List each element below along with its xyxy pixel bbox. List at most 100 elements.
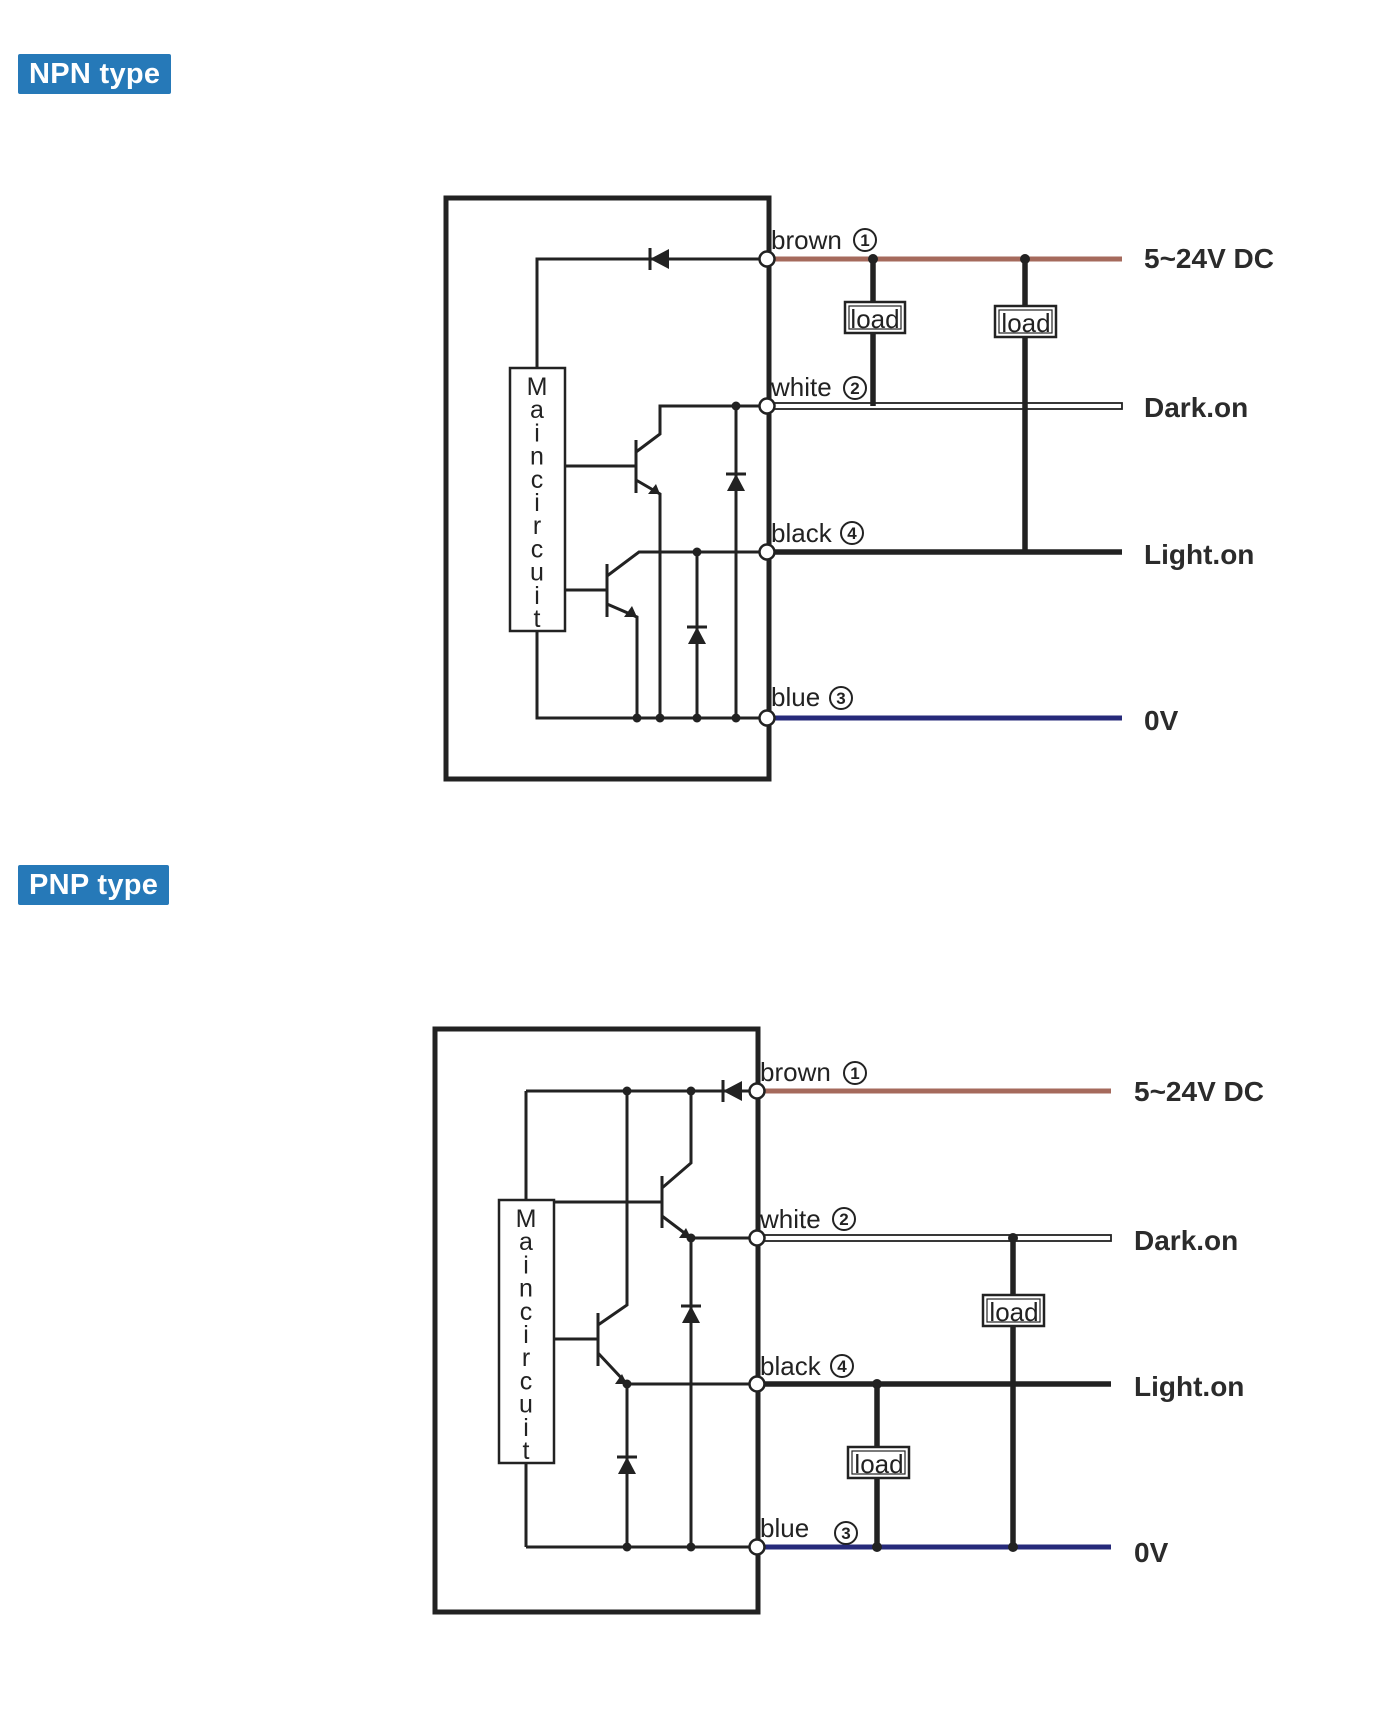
pnp-blue-label: blue	[760, 1513, 809, 1543]
pnp-diode-white-icon	[682, 1306, 700, 1323]
npn-light-on-label: Light.on	[1144, 539, 1254, 570]
npn-brown-label: brown	[771, 225, 842, 255]
pnp-black-number: 4	[837, 1357, 847, 1376]
pnp-load1-inner	[986, 1298, 1041, 1323]
npn-junction	[1020, 254, 1030, 264]
pnp-junction	[872, 1542, 882, 1552]
pnp-load1-box	[981, 1293, 1046, 1328]
pnp-main-circuit-block	[497, 1198, 556, 1465]
pnp-type-title: PNP type	[18, 865, 170, 905]
pnp-junction	[622, 1086, 632, 1096]
pnp-light-on-label: Light.on	[1134, 1371, 1244, 1402]
npn-junction	[731, 713, 741, 723]
pnp-junction	[686, 1542, 696, 1552]
pnp-white-wire	[754, 1234, 1112, 1242]
npn-dark-on-label: Dark.on	[1144, 392, 1248, 423]
pnp-white-number-circle	[832, 1207, 856, 1231]
npn-junction	[868, 254, 878, 264]
npn-junction	[632, 713, 642, 723]
npn-blue-number: 3	[836, 689, 845, 708]
npn-t2-arrow-icon	[624, 606, 637, 617]
npn-white-label: white	[770, 372, 832, 402]
pnp-junction	[1008, 1542, 1018, 1552]
pnp-t1-emitter	[661, 1214, 755, 1240]
npn-terminal-blue	[758, 709, 776, 727]
npn-black-number-circle	[840, 521, 864, 545]
pnp-brown-number: 1	[850, 1064, 859, 1083]
pnp-junction	[622, 1542, 632, 1552]
npn-junction	[731, 401, 741, 411]
pnp-junction	[686, 1086, 696, 1096]
npn-load2-label: load	[1001, 308, 1050, 338]
npn-white-number: 2	[850, 379, 859, 398]
pnp-white-label: white	[759, 1204, 821, 1234]
pnp-load1-label: load	[989, 1297, 1038, 1327]
pnp-diode-black-icon	[618, 1457, 636, 1474]
npn-t2-collector	[606, 550, 765, 578]
npn-blue-label: blue	[771, 682, 820, 712]
pnp-diode-icon	[723, 1081, 742, 1101]
npn-sensor-housing	[443, 195, 772, 782]
pnp-junction	[1008, 1233, 1018, 1243]
npn-t1-collector	[635, 404, 765, 454]
pnp-zero-volt-label: 0V	[1134, 1537, 1169, 1568]
npn-main-circuit-block	[508, 366, 567, 633]
pnp-junction	[622, 1379, 632, 1389]
pnp-junction	[686, 1233, 696, 1243]
pnp-terminal-brown	[748, 1082, 766, 1100]
npn-black-number: 4	[847, 524, 857, 543]
npn-junction	[692, 713, 702, 723]
npn-brown-number-circle	[853, 228, 877, 252]
npn-ground-internal	[535, 631, 765, 720]
npn-t2-emitter	[606, 602, 639, 718]
pnp-dark-on-label: Dark.on	[1134, 1225, 1238, 1256]
npn-blue-number-circle	[829, 686, 853, 710]
pnp-junction	[872, 1379, 882, 1389]
pnp-load2-label: load	[854, 1449, 903, 1479]
npn-load1-box	[843, 300, 907, 335]
npn-brown-number: 1	[860, 231, 869, 250]
npn-load1-label: load	[850, 304, 899, 334]
npn-terminal-brown	[758, 250, 776, 268]
npn-white-wire	[764, 402, 1123, 410]
pnp-sensor-housing	[432, 1026, 761, 1615]
npn-terminal-white	[758, 397, 776, 415]
pnp-black-label: black	[760, 1351, 822, 1381]
pnp-t2-collector	[597, 1091, 629, 1327]
npn-terminal-black	[758, 543, 776, 561]
pnp-brown-number-circle	[843, 1061, 867, 1085]
pnp-terminal-blue	[748, 1538, 766, 1556]
pnp-terminal-white	[748, 1229, 766, 1247]
pnp-brown-label: brown	[760, 1057, 831, 1087]
pnp-terminal-black	[748, 1375, 766, 1393]
pnp-blue-number: 3	[841, 1524, 850, 1543]
npn-supply-internal	[535, 257, 651, 368]
npn-junction	[692, 547, 702, 557]
pnp-supply-label: 5~24V DC	[1134, 1076, 1264, 1107]
npn-diode-icon	[650, 249, 669, 269]
pnp-load2-inner	[851, 1450, 906, 1475]
npn-supply-label: 5~24V DC	[1144, 243, 1274, 274]
npn-zero-volt-label: 0V	[1144, 705, 1179, 736]
pnp-blue-number-circle	[834, 1521, 858, 1545]
npn-black-label: black	[771, 518, 833, 548]
pnp-white-number: 2	[839, 1210, 848, 1229]
npn-t1-emitter	[635, 478, 662, 718]
pnp-black-number-circle	[830, 1354, 854, 1378]
npn-type-title: NPN type	[18, 54, 172, 94]
npn-diode-white-icon	[727, 474, 745, 491]
npn-white-number-circle	[843, 376, 867, 400]
npn-t1-arrow-icon	[648, 484, 660, 494]
npn-load2-box	[993, 304, 1058, 339]
pnp-t1-collector	[661, 1091, 693, 1190]
npn-diode-black-icon	[688, 627, 706, 644]
npn-junction	[655, 713, 665, 723]
npn-load2-inner	[998, 309, 1053, 334]
pnp-load2-box	[846, 1445, 911, 1480]
npn-load1-inner	[848, 305, 902, 330]
